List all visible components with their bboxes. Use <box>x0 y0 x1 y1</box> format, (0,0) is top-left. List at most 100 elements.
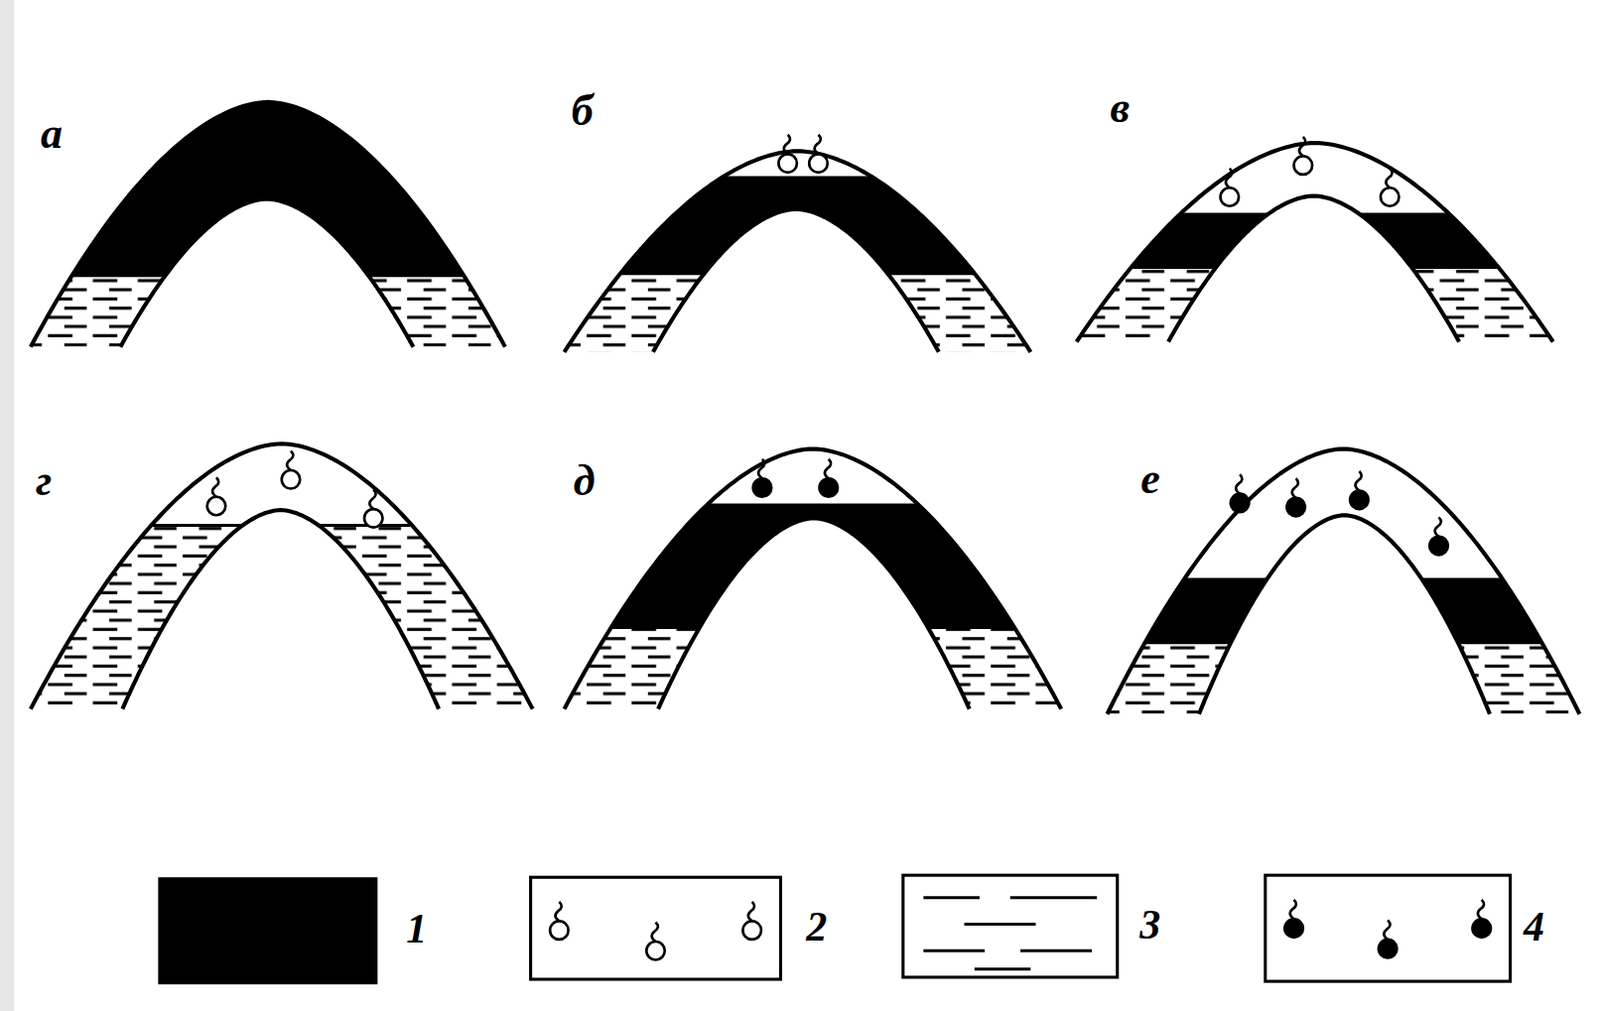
water-dash <box>923 896 980 900</box>
bubble-body <box>1429 536 1449 556</box>
oil-zone <box>553 505 1071 628</box>
bubble-tail <box>212 477 219 498</box>
bubble-body <box>281 470 301 490</box>
gas-bubble <box>207 477 227 516</box>
bubble-tail <box>1385 168 1392 189</box>
water-dash <box>1010 896 1097 900</box>
bubble-tail <box>1435 517 1442 537</box>
water-dash <box>1020 949 1092 953</box>
legend-item <box>1265 875 1511 982</box>
water-contact <box>1076 266 1554 269</box>
legend-sample-box <box>1265 875 1511 982</box>
water-dash <box>964 923 1037 927</box>
gas-bubble <box>1230 474 1250 513</box>
water-zone <box>1096 643 1591 725</box>
bubble-body <box>1294 155 1314 175</box>
legend-sample-box <box>531 877 782 980</box>
bubble-body <box>1220 187 1240 207</box>
bubble-body <box>549 921 569 940</box>
bubble-tail <box>555 902 562 923</box>
panel-letter: а <box>40 112 63 156</box>
reservoir-layer <box>1096 0 1591 1011</box>
bubble-tail <box>1225 168 1232 189</box>
gas-bubble <box>1380 168 1400 207</box>
gas-contact <box>1076 212 1554 216</box>
gas-zone <box>20 0 543 1011</box>
water-dash <box>974 967 1032 971</box>
water-zone <box>20 526 543 720</box>
bubble-tail <box>1299 136 1306 157</box>
layer-top <box>30 443 534 709</box>
gas-contact <box>564 503 1063 507</box>
bubble-body <box>1378 939 1398 959</box>
gas-contact <box>564 175 1032 179</box>
layer-bottom <box>658 518 970 709</box>
gas-contact <box>30 524 534 528</box>
bubble-tail <box>1290 900 1297 921</box>
anticline-section <box>553 0 1071 1011</box>
bubble-tail <box>784 134 791 155</box>
gas-bubble <box>753 459 773 498</box>
legend-number: 1 <box>405 908 427 950</box>
legend-item <box>903 875 1118 978</box>
bubble-tail <box>652 922 659 942</box>
bubble-tail <box>1355 471 1362 492</box>
bubble-tail <box>1235 474 1242 495</box>
water-contact <box>30 524 534 528</box>
gas-bubble <box>1471 900 1491 938</box>
gas-bubble <box>819 459 839 498</box>
bubble-tail <box>1383 920 1390 940</box>
bubble-body <box>778 153 798 173</box>
panel-letter: б <box>571 89 594 134</box>
bubble-body <box>753 478 773 498</box>
bubble-body <box>1230 494 1250 514</box>
bubble-tail <box>1292 478 1299 499</box>
legend-number: 4 <box>1523 906 1545 948</box>
water-contact <box>1106 641 1580 645</box>
bubble-body <box>1286 498 1306 518</box>
bubble-body <box>1380 187 1400 207</box>
panel-letter: г <box>35 459 52 504</box>
panel-letter: в <box>1110 86 1131 131</box>
oil-zone <box>1096 579 1591 644</box>
panel-letter: д <box>573 459 596 504</box>
bubble-tail <box>758 459 765 480</box>
layer-bottom <box>122 510 439 709</box>
bubble-tail <box>1477 900 1484 921</box>
bubble-body <box>207 497 227 517</box>
layer-top <box>564 150 1032 353</box>
gas-bubble <box>1349 471 1369 510</box>
gas-bubble <box>646 922 666 960</box>
gas-bubble <box>1286 478 1306 517</box>
layer-top <box>1106 448 1580 714</box>
bubble-body <box>742 921 762 940</box>
bubble-tail <box>824 459 831 480</box>
layer-bottom <box>1199 515 1490 714</box>
layer-bottom <box>653 209 939 353</box>
layer-top <box>564 448 1063 709</box>
gas-bubble <box>778 134 798 173</box>
gas-bubble <box>1378 920 1398 958</box>
gas-bubble <box>808 134 828 173</box>
gas-bubble <box>1220 168 1240 207</box>
layer-top <box>30 102 506 348</box>
legend <box>157 875 1510 985</box>
water-dash <box>923 949 985 953</box>
water-zone <box>1066 266 1564 352</box>
water-zone <box>20 275 517 358</box>
water-contact <box>30 273 506 277</box>
scan-margin <box>0 0 14 1011</box>
oil-zone <box>20 525 543 527</box>
bubble-body <box>364 509 384 529</box>
bubble-body <box>1284 919 1304 938</box>
legend-sample-box <box>903 875 1118 978</box>
bubble-body <box>646 941 666 961</box>
gas-bubble <box>1284 900 1304 938</box>
bubble-tail <box>286 450 293 471</box>
gas-bubble <box>281 450 301 489</box>
gas-bubble <box>364 490 384 529</box>
layer-bottom <box>120 199 413 348</box>
layer-top <box>1076 142 1554 342</box>
